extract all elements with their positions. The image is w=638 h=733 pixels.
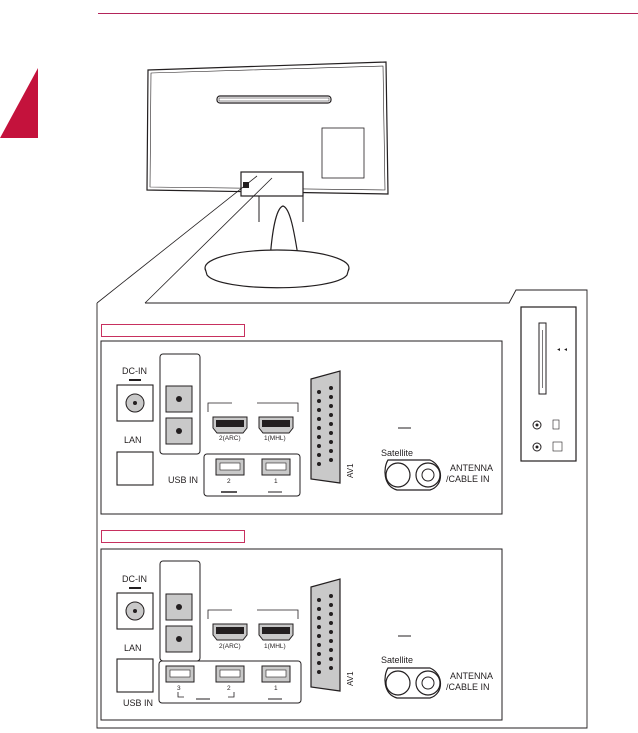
svg-text:▲: ▲	[556, 347, 562, 352]
header-rule	[98, 13, 638, 14]
panel-b-title-box	[101, 530, 245, 543]
panel-a-usb-1-label: 1	[274, 478, 278, 485]
svg-text:▲: ▲	[563, 347, 569, 352]
panel-a-av-label: AV1	[346, 463, 355, 478]
panel-a-illustration	[100, 340, 503, 515]
panel-b-scart-pins	[317, 594, 333, 674]
panel-b-satellite-label: Satellite	[381, 655, 414, 665]
panel-a-antenna-label-2: /CABLE IN	[446, 474, 490, 484]
panel-b-antenna-label-1: ANTENNA	[450, 671, 494, 681]
panel-a-dc-in-label: DC-IN	[122, 366, 147, 376]
panel-a-hdmi-1-label: 1(MHL)	[264, 435, 286, 442]
panel-a-title-box	[101, 324, 245, 337]
panel-b-av-label: AV1	[346, 671, 355, 686]
panel-b-usb-3-label: 3	[177, 685, 181, 692]
callout-lines	[96, 175, 273, 304]
panel-b-usb-2-label: 2	[227, 685, 231, 692]
panel-a-antenna-label-1: ANTENNA	[450, 463, 494, 473]
panel-b-lan-label: LAN	[124, 643, 142, 653]
tv-back-illustration	[146, 61, 389, 289]
chapter-tab	[0, 68, 38, 138]
callout-frame	[96, 289, 588, 729]
panel-b-usb-1-label: 1	[274, 685, 278, 692]
panel-b-hdmi-1-label: 1(MHL)	[264, 643, 286, 650]
panel-a-scart-pins	[317, 386, 333, 466]
panel-a-hdmi-2-label: 2(ARC)	[219, 435, 241, 442]
panel-b-antenna-label-2: /CABLE IN	[446, 682, 490, 692]
panel-a-satellite-label: Satellite	[381, 448, 414, 458]
panel-b-usb-in-label: USB IN	[123, 698, 154, 708]
panel-a-usb-2-label: 2	[227, 478, 231, 485]
side-panel-illustration: ▲ ▲	[520, 306, 577, 462]
panel-b-illustration	[100, 548, 503, 721]
panel-a-lan-label: LAN	[124, 435, 142, 445]
panel-b-dc-in-label: DC-IN	[122, 574, 147, 584]
panel-b-hdmi-2-label: 2(ARC)	[219, 643, 241, 650]
panel-a-usb-in-label: USB IN	[168, 475, 199, 485]
